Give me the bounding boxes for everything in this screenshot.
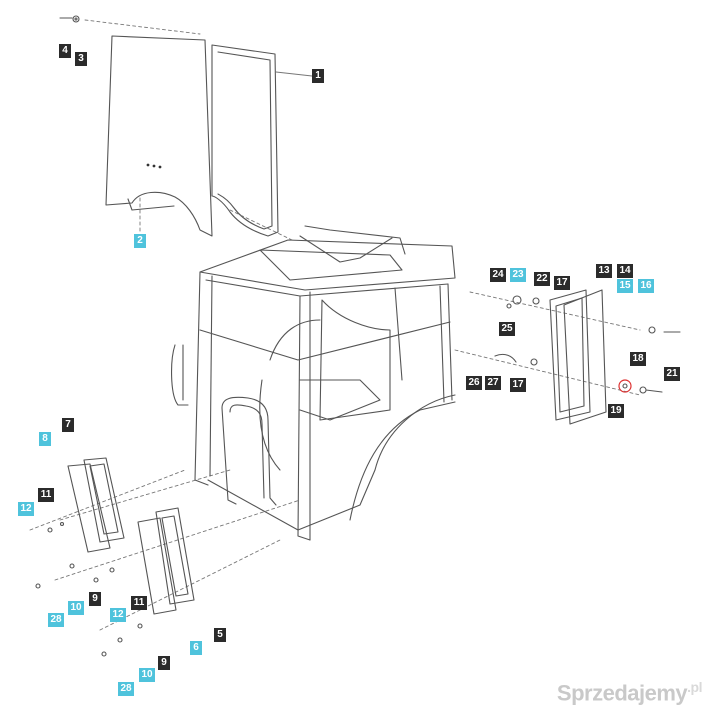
callout-11: 11 (38, 488, 54, 502)
callout-10: 10 (68, 601, 84, 615)
callout-5: 5 (214, 628, 226, 642)
watermark-suffix: .pl (687, 678, 702, 695)
callout-12: 12 (18, 502, 34, 516)
callout-24: 24 (490, 268, 506, 282)
left-side-window-upper (67, 457, 125, 553)
screw-and-clip (59, 15, 80, 23)
callout-19: 19 (608, 404, 624, 418)
cab-frame (171, 225, 456, 541)
callout-8: 8 (39, 432, 51, 446)
callout-9: 9 (158, 656, 170, 670)
left-side-window-lower (137, 507, 195, 615)
callout-14: 14 (617, 264, 633, 278)
left-fasteners (35, 521, 143, 657)
callout-25: 25 (499, 322, 515, 336)
callout-13: 13 (596, 264, 612, 278)
callout-28: 28 (118, 682, 134, 696)
callout-17: 17 (510, 378, 526, 392)
callout-23: 23 (510, 268, 526, 282)
callout-6: 6 (190, 641, 202, 655)
watermark: Sprzedajemy.pl (556, 678, 703, 706)
rear-window-seal (211, 44, 279, 237)
callout-16: 16 (638, 279, 654, 293)
door-frame (221, 396, 277, 506)
callout-3: 3 (75, 52, 87, 66)
callout-12: 12 (110, 608, 126, 622)
callout-28: 28 (48, 613, 64, 627)
callout-1: 1 (312, 69, 324, 83)
callout-9: 9 (89, 592, 101, 606)
callout-11: 11 (131, 596, 147, 610)
callout-7: 7 (62, 418, 74, 432)
right-hardware (494, 295, 681, 394)
leader-lines (29, 19, 641, 631)
rear-window-glass (105, 35, 213, 237)
callout-4: 4 (59, 44, 71, 58)
right-side-window (549, 289, 607, 425)
window-dots (146, 163, 162, 169)
callout-15: 15 (617, 279, 633, 293)
callout-18: 18 (630, 352, 646, 366)
callout-27: 27 (485, 376, 501, 390)
callout-2: 2 (134, 234, 146, 248)
callout-10: 10 (139, 668, 155, 682)
callout-17: 17 (554, 276, 570, 290)
callout-22: 22 (534, 272, 550, 286)
watermark-text: Sprzedajemy (556, 680, 688, 705)
callout-26: 26 (466, 376, 482, 390)
callout-21: 21 (664, 367, 680, 381)
